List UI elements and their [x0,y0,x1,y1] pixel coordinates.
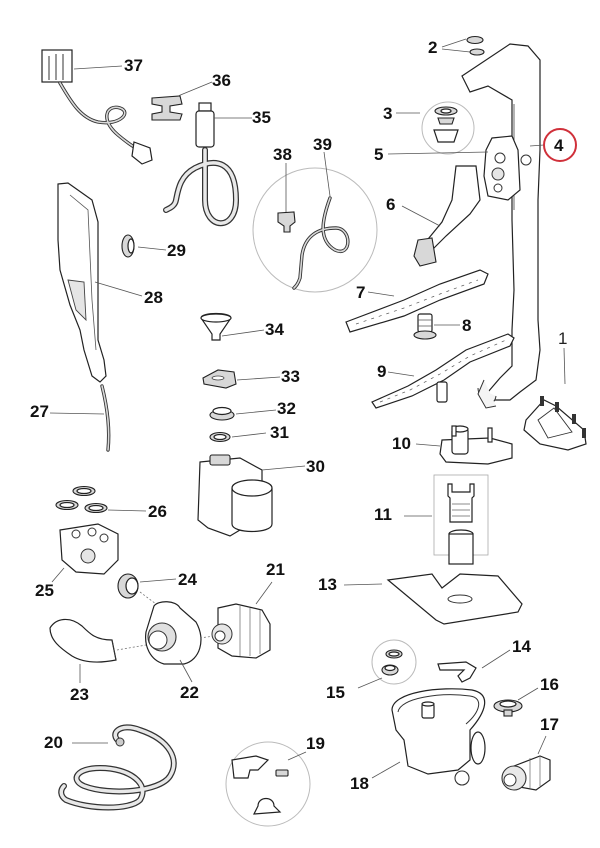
part-24-bushing: 24 [117,570,197,599]
label-6: 6 [386,195,395,214]
part-25-distributor: 25 [35,523,119,600]
part-6-conduit: 6 [386,165,481,267]
label-13: 13 [318,575,337,594]
part-19-float-switch: 19 [225,734,325,827]
group-circle-38-39 [252,167,378,293]
part-30-salt-container: 30 [197,454,325,537]
label-7: 7 [356,283,365,302]
part-35-inlet-hose: 35 [163,102,271,227]
part-36-clip: 36 [151,71,231,121]
label-32: 32 [277,399,296,418]
part-17-drain-pump: 17 [501,715,559,791]
label-3: 3 [383,104,392,123]
highlight-circle [543,128,577,162]
label-21: 21 [266,560,285,579]
label-25: 25 [35,581,54,600]
part-7-upper-spray-arm: 7 [345,269,489,333]
label-5: 5 [374,145,383,164]
part-32-nut: 32 [209,399,296,421]
label-30: 30 [306,457,325,476]
part-34-funnel: 34 [200,312,284,341]
part-38-valve: 38 [273,145,296,233]
label-1: 1 [558,329,567,348]
part-9-lower-spray-arm: 9 [371,333,515,409]
label-38: 38 [273,145,292,164]
label-4: 4 [554,136,564,155]
part-16-valve-cap: 16 [493,675,559,717]
label-19: 19 [306,734,325,753]
part-27-tube: 27 [30,384,111,452]
label-10: 10 [392,434,411,453]
label-28: 28 [144,288,163,307]
label-15: 15 [326,683,345,702]
label-37: 37 [124,56,143,75]
part-33-cap: 33 [202,367,300,389]
part-13-filter-plate: 13 [318,573,523,625]
label-18: 18 [350,774,369,793]
part-5-distributor-block: 5 [374,135,521,201]
part-14-lever: 14 [437,637,531,683]
label-2: 2 [428,38,437,57]
label-8: 8 [462,316,471,335]
label-9: 9 [377,362,386,381]
part-28-side-panel: 28 [57,182,163,383]
label-22: 22 [180,683,199,702]
part-11-filter-group: 11 [374,474,489,565]
label-24: 24 [178,570,197,589]
label-23: 23 [70,685,89,704]
label-27: 27 [30,402,49,421]
part-21-motor: 21 [211,560,285,659]
part-20-drain-hose: 20 [44,724,177,811]
part-37-power-cord: 37 [41,49,153,165]
part-39-hose: 39 [292,135,350,290]
label-11: 11 [374,505,392,524]
part-8-connector: 8 [413,313,471,340]
part-2-ring-nuts: 2 [428,35,485,57]
part-26-seals: 26 [55,485,167,521]
label-36: 36 [212,71,231,90]
label-14: 14 [512,637,531,656]
label-31: 31 [270,423,289,442]
label-26: 26 [148,502,167,521]
label-16: 16 [540,675,559,694]
part-29-cap: 29 [121,234,186,260]
label-20: 20 [44,733,63,752]
label-17: 17 [540,715,559,734]
part-23-elbow: 23 [49,618,147,704]
label-29: 29 [167,241,186,260]
part-31-seal: 31 [209,423,289,443]
part-22-pump-housing: 22 [139,591,215,702]
label-35: 35 [252,108,271,127]
part-18-sump: 18 [350,688,486,793]
label-39: 39 [313,135,332,154]
label-34: 34 [265,320,284,339]
part-4-callout: 4 [543,128,577,162]
part-3-hub-group: 3 [383,101,475,155]
label-33: 33 [281,367,300,386]
part-15-caps-group: 15 [326,639,417,702]
part-10-base-mount: 10 [392,425,513,465]
part-1-bracket: 1 [523,329,587,451]
